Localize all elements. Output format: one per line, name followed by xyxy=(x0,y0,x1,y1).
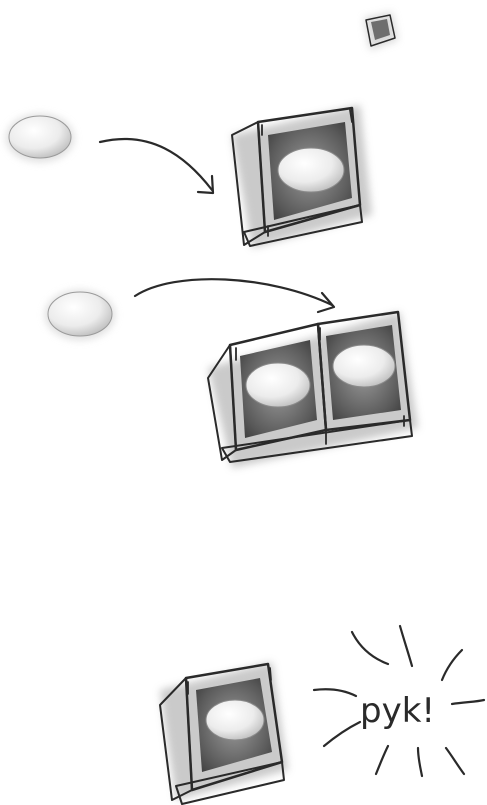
arrow-2 xyxy=(135,279,334,312)
arrow-1 xyxy=(100,139,213,193)
one-slot-box xyxy=(232,105,372,248)
tiny-box xyxy=(364,12,398,50)
bead-1 xyxy=(6,114,74,162)
bursting-box xyxy=(160,662,288,804)
bead-2 xyxy=(45,290,115,340)
sound-effect-text: pyk! xyxy=(360,691,435,731)
two-slot-box xyxy=(208,312,418,468)
